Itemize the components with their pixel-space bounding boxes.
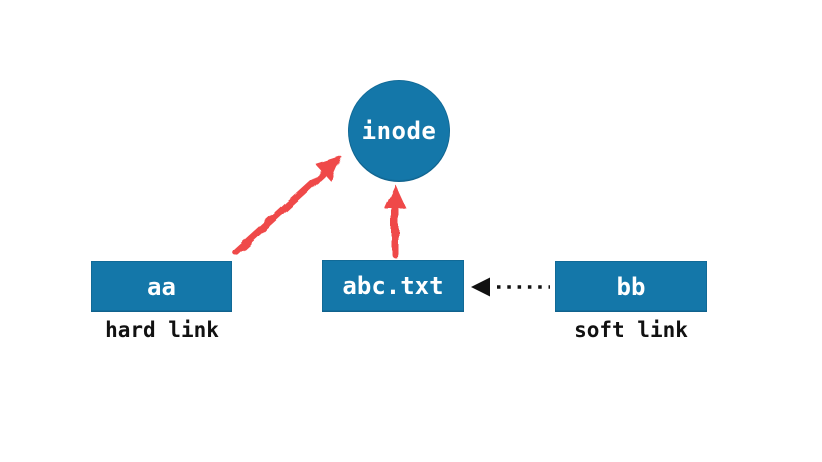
file-node-abc-txt-label: abc.txt — [342, 272, 444, 300]
soft-link-arrow — [471, 277, 550, 297]
inode-label: inode — [361, 117, 437, 145]
inode-node: inode — [348, 80, 450, 182]
file-node-bb: bb — [555, 261, 707, 312]
soft-link-caption: soft link — [574, 318, 688, 342]
file-node-bb-label: bb — [616, 272, 646, 301]
hard-link-caption: hard link — [105, 318, 219, 342]
hard-link-arrow-aa — [232, 156, 342, 256]
file-node-aa-label: aa — [147, 272, 176, 301]
file-node-abc-txt: abc.txt — [322, 260, 464, 312]
file-node-aa: aa — [91, 261, 232, 312]
hard-link-arrow-abc — [384, 184, 406, 258]
